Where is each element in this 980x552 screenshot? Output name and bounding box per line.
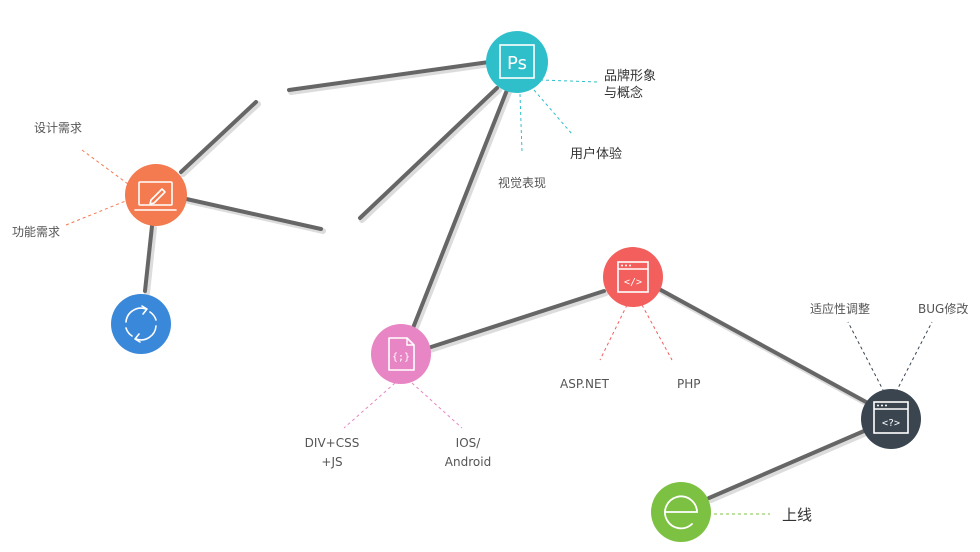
connector-code-to-debug [657, 287, 868, 404]
node-css: {;} [371, 324, 431, 384]
leader-ios [411, 382, 463, 429]
connector-design-to-ps-gap [179, 100, 258, 174]
connector-gap-to-ps [287, 60, 491, 92]
label-launch: 上线 [782, 506, 812, 524]
code-icon-text: </> [624, 277, 642, 288]
label-user-experience: 用户体验 [570, 146, 622, 162]
label-function-requirements: 功能需求 [12, 225, 60, 239]
connector-lines [143, 60, 868, 500]
laptop-pen-icon [134, 181, 177, 211]
connector-design-to-mid [180, 196, 323, 231]
labels: 设计需求 功能需求 品牌形象 与概念 用户体验 视觉表现 ASP.NET PHP… [12, 68, 968, 524]
connector-css-to-code [426, 289, 606, 350]
leader-aspnet [599, 304, 628, 361]
leader-design-req [81, 149, 129, 185]
label-ios-line2: Android [445, 455, 491, 469]
connector-mid-to-ps [358, 86, 499, 220]
leader-php [641, 304, 673, 361]
node-launch [651, 482, 711, 542]
ie-icon [664, 495, 698, 530]
label-adaptive-adjustment: 适应性调整 [810, 301, 870, 316]
node-cycle-circle [111, 294, 171, 354]
leader-adapt [847, 321, 885, 393]
connector-ps-to-css [409, 88, 509, 335]
refresh-icon [125, 305, 157, 343]
label-php: PHP [677, 377, 701, 391]
label-brand-line1: 品牌形象 [604, 68, 656, 84]
node-debug-circle [861, 389, 921, 449]
label-ios-line1: IOS/ [456, 436, 482, 450]
browser-debug-icon: <?> [873, 401, 909, 434]
label-design-requirements: 设计需求 [34, 121, 82, 135]
node-ps: Ps [486, 31, 548, 93]
label-aspnet: ASP.NET [560, 377, 610, 391]
leader-lines [65, 79, 933, 515]
node-css-circle [371, 324, 431, 384]
leader-brand [539, 79, 599, 83]
photoshop-icon: Ps [499, 44, 535, 79]
label-divcss-line1: DIV+CSS [305, 436, 360, 450]
label-bug-fix: BUG修改 [918, 301, 968, 316]
leader-bug [895, 321, 933, 393]
browser-code-icon: </> [617, 261, 649, 293]
css-file-icon: {;} [388, 337, 415, 371]
connector-shadows [144, 61, 871, 503]
label-divcss-line2: +JS [321, 455, 342, 469]
debug-icon-text: <?> [882, 418, 900, 429]
connectors [143, 60, 871, 503]
label-brand-line2: 与概念 [604, 85, 643, 101]
connector-design-to-cycle [143, 224, 154, 293]
node-cycle [111, 294, 171, 354]
label-visual-presentation: 视觉表现 [498, 175, 546, 190]
leader-visual [519, 93, 523, 153]
css-icon-text: {;} [392, 352, 410, 363]
connector-debug-to-launch [707, 429, 866, 500]
node-design [125, 164, 187, 226]
leader-func-req [65, 199, 129, 226]
leader-divcss [343, 382, 396, 429]
node-debug: <?> [861, 389, 921, 449]
ps-icon-text: Ps [507, 53, 527, 74]
node-code: </> [603, 247, 663, 307]
leader-ux [533, 89, 573, 135]
